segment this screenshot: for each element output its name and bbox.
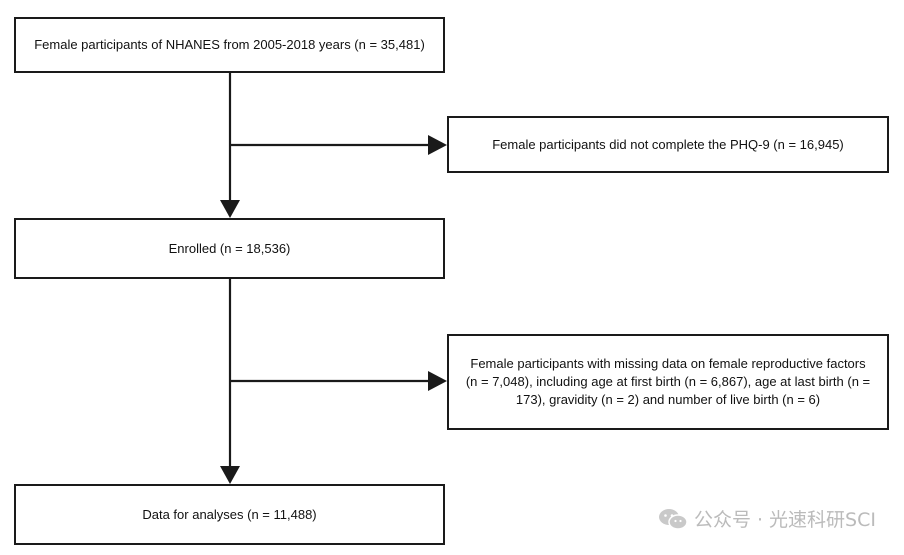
exclusion-box-reproductive: Female participants with missing data on… [447,334,889,430]
final-box: Data for analyses (n = 11,488) [14,484,445,545]
watermark-text: 公众号 · 光速科研SCI [693,509,876,531]
watermark: 公众号 · 光速科研SCI [658,505,876,532]
start-box: Female participants of NHANES from 2005-… [14,17,445,73]
enrolled-box: Enrolled (n = 18,536) [14,218,445,279]
final-box-text: Data for analyses (n = 11,488) [142,506,317,522]
exclusion-box-phq9: Female participants did not complete the… [447,116,889,173]
arrowhead-exclusion-1 [428,135,447,155]
wechat-icon [658,508,688,530]
enrolled-box-text: Enrolled (n = 18,536) [168,240,291,256]
exclusion-box-reproductive-text: Female participants with missing data on… [465,356,871,407]
exclusion-box-phq9-text: Female participants did not complete the… [492,136,844,152]
arrowhead-final [220,466,240,484]
arrowhead-enrolled [220,200,240,218]
start-box-text: Female participants of NHANES from 2005-… [34,37,425,52]
arrowhead-exclusion-2 [428,371,447,391]
